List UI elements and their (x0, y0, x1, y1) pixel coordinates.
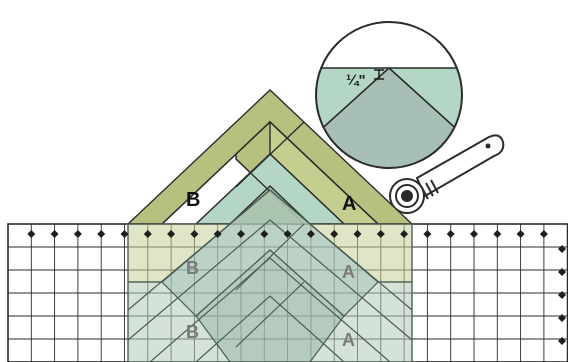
ruler-mark-diamond (539, 230, 548, 238)
magnifier-circle: ¼" (315, 21, 463, 169)
ruler-mark-diamond (400, 230, 409, 238)
ruler-mark-diamond (306, 230, 315, 238)
ruler-mark-diamond (516, 230, 525, 238)
ruler-mark-diamond (190, 230, 199, 238)
ruler-mark-diamond (470, 230, 478, 238)
ruler-mark-diamond (558, 268, 566, 276)
label-b-row3: B (186, 322, 199, 342)
ruler-mark-diamond (213, 230, 222, 238)
rotary-cutter-icon (389, 134, 505, 214)
ruler-mark-diamond (237, 230, 245, 238)
ruler-mark-diamond (50, 230, 59, 238)
ruler-mark-diamond (353, 230, 362, 238)
ruler-mark-diamond (558, 314, 566, 322)
strips-through-ruler (127, 189, 413, 362)
ruler-mark-diamond (260, 230, 269, 238)
label-a-row3: A (342, 330, 355, 350)
ruler-mark-diamond (143, 230, 152, 238)
label-a-main: A (342, 193, 356, 215)
seam-allowance-icon (374, 69, 384, 80)
ruler-mark-diamond (376, 230, 385, 238)
ruler-mark-diamond (423, 230, 432, 238)
ruler-mark-diamond (558, 245, 566, 253)
ruler-top-marks (27, 230, 548, 238)
ruler-mark-diamond (97, 230, 106, 238)
ruler-mark-diamond (493, 230, 502, 238)
ruler-mark-diamond (558, 291, 566, 299)
ruler-side-marks (558, 245, 566, 345)
ruler-mark-diamond (446, 230, 455, 238)
ruler-mark-diamond (283, 230, 292, 238)
ruler-mark-diamond (73, 230, 82, 238)
ruler-mark-diamond (27, 230, 36, 238)
ruler-mark-diamond (120, 230, 129, 238)
ruler-mark-diamond (330, 230, 339, 238)
ruler: B A B A (7, 189, 568, 362)
seam-allowance-label: ¼" (346, 72, 366, 89)
ruler-mark-diamond (558, 337, 566, 345)
label-b-main: B (186, 189, 200, 211)
ruler-mark-diamond (167, 230, 176, 238)
label-b-row2: B (186, 258, 199, 278)
label-a-row2: A (342, 262, 355, 282)
